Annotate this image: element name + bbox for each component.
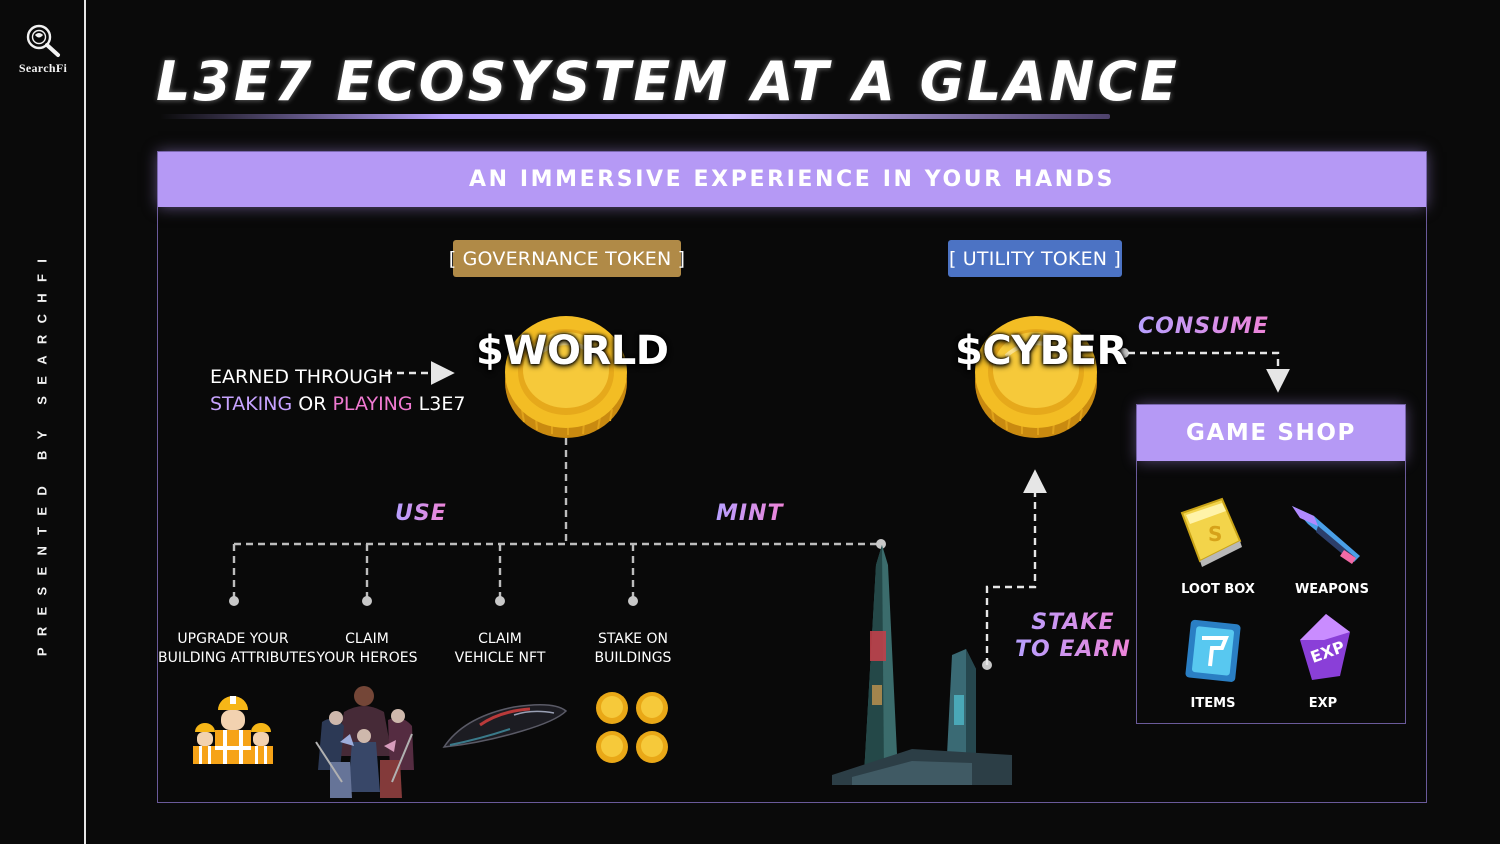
shop-item-loot-box: LOOT BOX [1181, 582, 1255, 597]
panel-header: AN IMMERSIVE EXPERIENCE IN YOUR HANDS [158, 152, 1426, 207]
step-1-line-2: BUILDING ATTRIBUTES [158, 650, 316, 666]
coin-stack-illustration [596, 692, 668, 763]
earned-line-2: STAKING OR PLAYING L3E7 [210, 391, 465, 418]
mint-label: MINT [716, 501, 784, 526]
consume-label: CONSUME [1138, 314, 1269, 339]
shop-item-exp: EXP [1308, 696, 1338, 711]
playing-word: PLAYING [332, 393, 413, 415]
exp-gem-icon: EXP [1300, 614, 1350, 680]
step-2-line-1: CLAIM [345, 631, 389, 647]
shop-item-items: ITEMS [1190, 696, 1236, 711]
step-claim-heroes: CLAIM YOUR HEROES [292, 630, 442, 668]
game-name: L3E7 [418, 393, 466, 415]
presented-by-text: PRESENTED BY SEARCHFI [34, 247, 50, 657]
skyscraper-illustration [832, 545, 1012, 785]
or-word: OR [298, 393, 327, 415]
brand-name: SearchFi [18, 61, 68, 75]
svg-text:S: S [1208, 522, 1222, 546]
world-coin-icon [505, 316, 627, 438]
hover-vehicle-illustration [442, 704, 568, 748]
step-4-line-2: BUILDINGS [594, 650, 672, 666]
governance-token-badge: [ GOVERNANCE TOKEN ] [449, 240, 685, 277]
step-upgrade-building: UPGRADE YOUR BUILDING ATTRIBUTES [158, 630, 316, 668]
cyber-token-name: $CYBER [955, 328, 1127, 374]
stake-line-1: STAKE [1031, 610, 1115, 635]
heroes-illustration [315, 686, 414, 798]
item-card-icon [1185, 619, 1241, 682]
weapon-icon [1292, 506, 1360, 564]
step-3-line-1: CLAIM [478, 631, 522, 647]
step-2-line-2: YOUR HEROES [316, 650, 418, 666]
loot-box-icon: S [1180, 497, 1242, 567]
world-token-name: $WORLD [476, 328, 669, 374]
game-shop-header: GAME SHOP [1137, 405, 1405, 461]
game-shop-box: GAME SHOP [1136, 404, 1406, 724]
panel-header-text: AN IMMERSIVE EXPERIENCE IN YOUR HANDS [468, 167, 1116, 192]
shop-item-weapons: WEAPONS [1294, 582, 1370, 597]
magnifier-logo-icon [26, 24, 60, 57]
step-1-line-1: UPGRADE YOUR [177, 631, 289, 647]
stake-to-earn-label: STAKE TO EARN [1015, 609, 1131, 663]
cyber-coin-icon [975, 316, 1097, 438]
page-title: L3E7 ECOSYSTEM AT A GLANCE [156, 50, 1180, 113]
use-label: USE [395, 501, 447, 526]
game-shop-title: GAME SHOP [1186, 420, 1356, 446]
workers-illustration [193, 696, 273, 764]
step-3-line-2: VEHICLE NFT [454, 650, 546, 666]
step-stake-buildings: STAKE ON BUILDINGS [558, 630, 708, 668]
utility-token-badge: [ UTILITY TOKEN ] [948, 240, 1122, 277]
title-underline [160, 114, 1110, 119]
earned-through-text: EARNED THROUGH STAKING OR PLAYING L3E7 [210, 364, 465, 418]
sidebar: SearchFi PRESENTED BY SEARCHFI [0, 0, 86, 844]
stake-line-2: TO EARN [1015, 637, 1131, 662]
step-4-line-1: STAKE ON [598, 631, 668, 647]
earned-line-1: EARNED THROUGH [210, 366, 393, 388]
step-claim-vehicle: CLAIM VEHICLE NFT [425, 630, 575, 668]
staking-word: STAKING [210, 393, 293, 415]
